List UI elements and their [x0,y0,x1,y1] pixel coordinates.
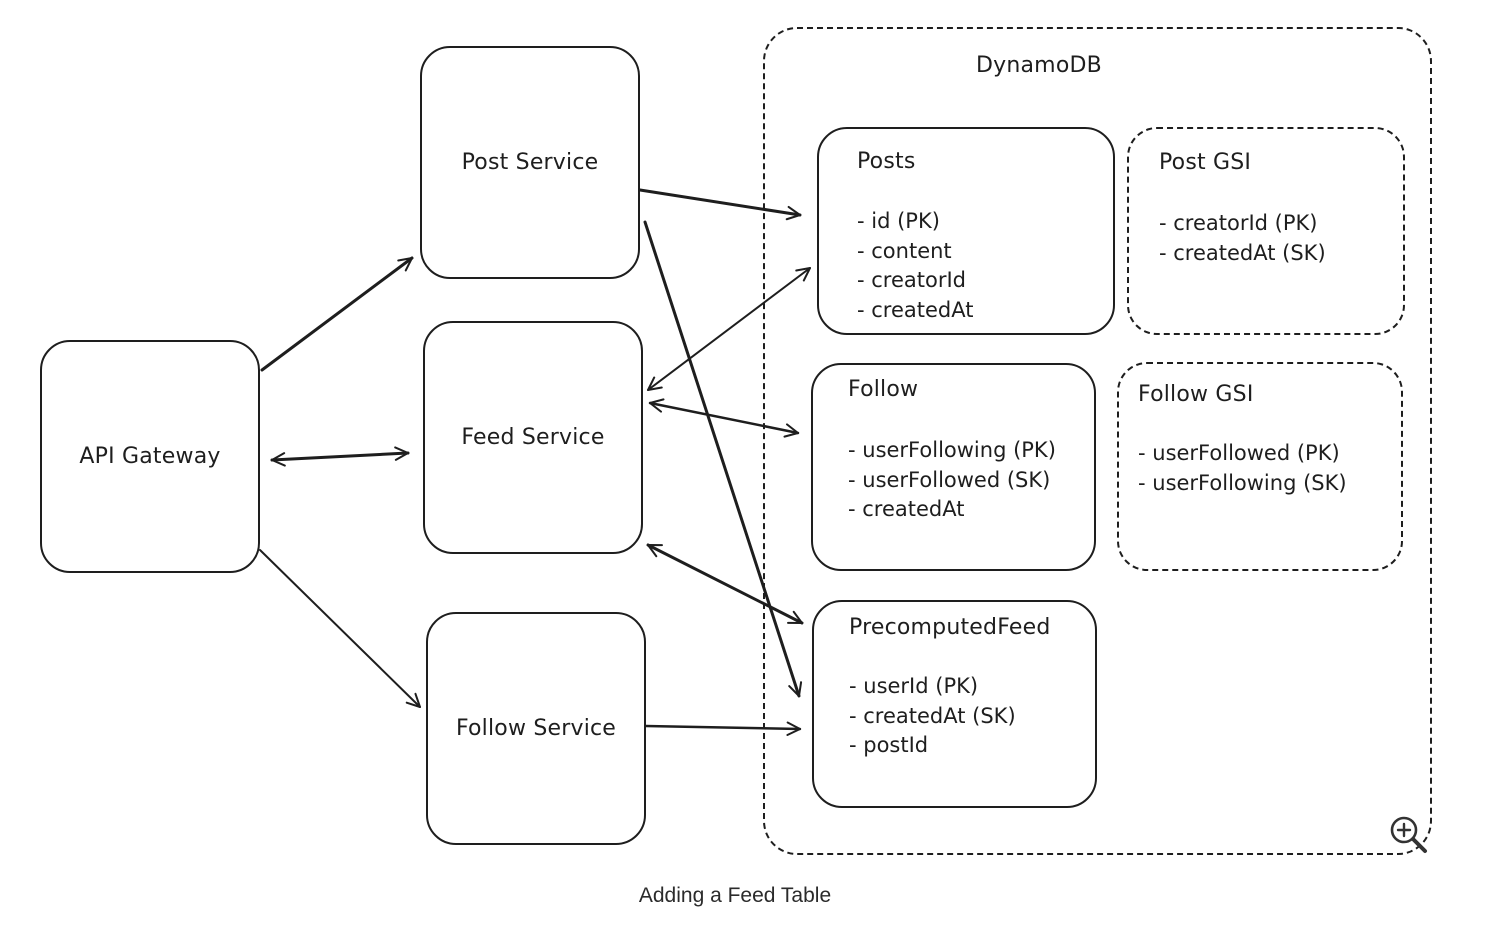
posts-table-fields: - id (PK) - content - creatorId - create… [857,207,973,325]
arrow-feed-service-posts [647,267,811,391]
arrow-feed-service-precomputed-feed [646,543,804,625]
follow-gsi-field: - userFollowing (SK) [1138,470,1347,495]
figure-caption: Adding a Feed Table [638,884,832,907]
follow-service-node: Follow Service [426,612,646,845]
follow-gsi-table: Follow GSI - userFollowed (PK) - userFol… [1117,362,1403,571]
follow-service-label: Follow Service [455,716,617,741]
zoom-in-icon[interactable] [1388,814,1428,854]
feed-service-label: Feed Service [461,425,605,450]
api-gateway-label: API Gateway [79,444,221,469]
post-gsi-table: Post GSI - creatorId (PK) - createdAt (S… [1127,127,1405,335]
arrow-follow-service-to-precomputed-feed [644,721,802,737]
precomputed-feed-field: - createdAt (SK) [849,703,1016,728]
arrow-feed-service-follow [648,398,800,438]
post-gsi-fields: - creatorId (PK) - createdAt (SK) [1159,209,1326,268]
arrow-gateway-to-follow-service [259,549,421,708]
feed-service-node: Feed Service [423,321,643,554]
follow-gsi-fields: - userFollowed (PK) - userFollowing (SK) [1138,439,1347,498]
dynamodb-region [763,27,1432,855]
follow-field: - userFollowing (PK) [848,438,1056,462]
posts-field: - id (PK) [857,209,940,233]
posts-table-title: Posts [857,149,916,174]
precomputed-feed-fields: - userId (PK) - createdAt (SK) - postId [849,672,1016,761]
post-service-node: Post Service [420,46,640,279]
arrow-gateway-feed-service [270,446,410,467]
precomputed-feed-field: - userId (PK) [849,674,979,698]
follow-field: - userFollowed (SK) [848,467,1051,492]
posts-field: - creatorId [857,268,966,292]
precomputed-feed-title: PrecomputedFeed [849,615,1051,640]
follow-table-fields: - userFollowing (PK) - userFollowed (SK)… [848,436,1056,525]
dynamodb-label: DynamoDB [976,53,1102,78]
post-gsi-field: - creatorId (PK) [1159,211,1318,235]
arrow-post-service-to-posts [638,188,802,221]
post-gsi-title: Post GSI [1159,150,1252,175]
follow-gsi-title: Follow GSI [1138,382,1254,407]
arrow-gateway-to-post-service [260,256,414,372]
follow-table-title: Follow [848,377,919,402]
follow-table: Follow - userFollowing (PK) - userFollow… [811,363,1096,571]
follow-gsi-field: - userFollowed (PK) [1138,441,1340,465]
post-service-label: Post Service [461,150,599,175]
posts-field: - createdAt [857,297,974,322]
precomputed-feed-field: - postId [849,733,929,757]
follow-field: - createdAt [848,497,965,521]
api-gateway-node: API Gateway [40,340,260,573]
precomputed-feed-table: PrecomputedFeed - userId (PK) - createdA… [812,600,1097,808]
post-gsi-field: - createdAt (SK) [1159,240,1326,265]
posts-field: - content [857,238,952,263]
posts-table: Posts - id (PK) - content - creatorId - … [817,127,1115,335]
